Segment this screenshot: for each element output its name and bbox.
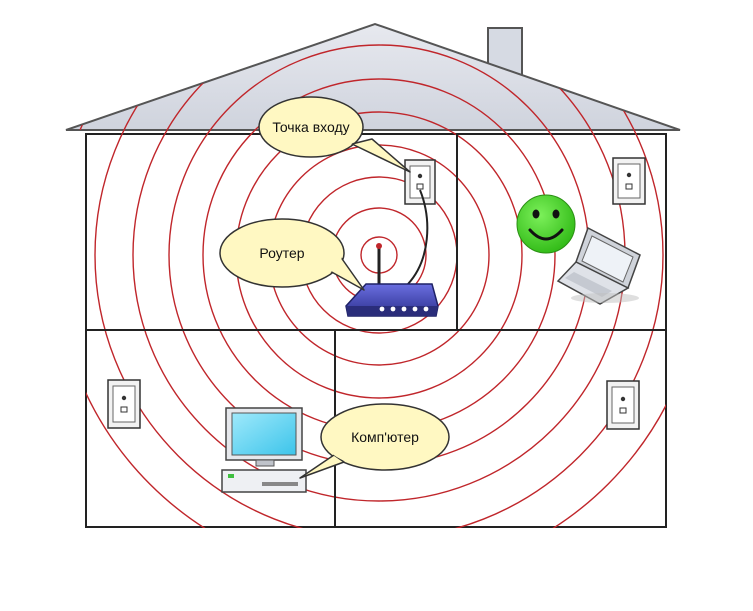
wall-socket-icon [404, 159, 436, 205]
callout-computer: Комп'ютер [299, 403, 450, 479]
roof [65, 22, 681, 131]
callout-access-point: Точка входу [258, 96, 411, 173]
callout-label-computer: Комп'ютер [351, 429, 419, 445]
smiley-face-icon [516, 194, 576, 254]
wifi-router-icon [345, 243, 439, 317]
callout-router: Роутер [219, 218, 365, 291]
callout-label-access-point: Точка входу [272, 119, 349, 135]
signal-ring [94, 24, 664, 528]
wall-socket-icon [612, 157, 646, 205]
wall-socket-icon [606, 380, 640, 430]
desktop-computer-icon [221, 407, 307, 493]
wall-socket-icon [107, 379, 141, 429]
laptop-icon [556, 226, 641, 305]
network-cable [407, 189, 429, 285]
callout-label-router: Роутер [259, 245, 304, 261]
